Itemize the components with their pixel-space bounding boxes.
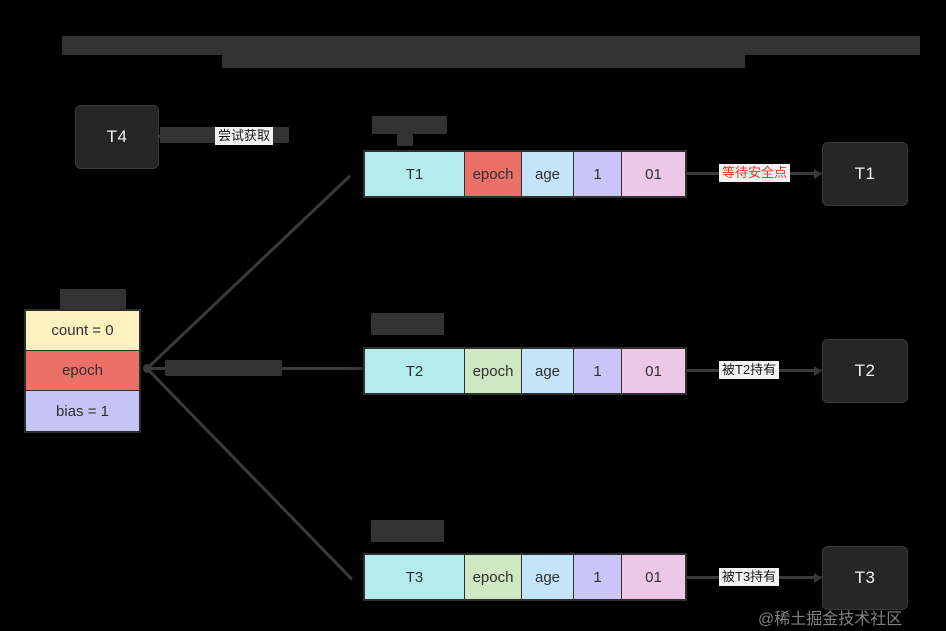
markword-t1-title-redaction-stem	[397, 134, 413, 146]
thread-box-t3[interactable]: T3	[822, 546, 908, 610]
markword-t2-cell-epoch: epoch	[465, 349, 522, 393]
markword-t1-title-redaction	[372, 116, 447, 134]
object-header-row-count-label: count = 0	[51, 322, 114, 339]
thread-box-t2[interactable]: T2	[822, 339, 908, 403]
markword-t3-cell-epoch: epoch	[465, 555, 522, 599]
edge-markword-t2-arrowhead	[814, 366, 822, 376]
markword-t2-cell-biasbit: 1	[574, 349, 622, 393]
thread-box-t1-label: T1	[854, 164, 876, 183]
markword-t2-title-redaction	[371, 313, 444, 335]
edge-label-t4-attempt: 尝试获取	[215, 127, 274, 145]
markword-t3-cell-age-label: age	[534, 568, 561, 586]
object-header-row-bias-label: bias = 1	[56, 402, 109, 420]
edge-label-t1-wait-safepoint: 等待安全点	[719, 164, 791, 182]
markword-t3-cell-locktag: 01	[622, 555, 685, 599]
markword-t2-cell-locktag-label: 01	[645, 362, 662, 380]
markword-row-t3: T3 epoch age 1 01	[363, 553, 687, 601]
markword-t2-cell-owner: T2	[365, 349, 465, 393]
edge-markword-t1-arrowhead	[814, 169, 822, 179]
markword-t2-cell-epoch-label: epoch	[472, 362, 514, 380]
object-header-box: count = 0 epoch bias = 1	[24, 309, 141, 433]
markword-row-t2: T2 epoch age 1 01	[363, 347, 687, 395]
markword-t1-cell-biasbit-label: 1	[593, 165, 602, 183]
thread-box-t3-label: T3	[854, 568, 876, 587]
object-header-row-count: count = 0	[26, 311, 139, 351]
markword-row-t1: T1 epoch age 1 01	[363, 150, 687, 198]
markword-t1-cell-age: age	[522, 152, 574, 196]
object-header-row-bias: bias = 1	[26, 391, 139, 431]
edge-markword-t3-arrowhead	[814, 573, 822, 583]
edge-label-t2-held: 被T2持有	[719, 361, 780, 379]
markword-t1-cell-owner-label: T1	[405, 165, 424, 183]
connector-to-markword-t1	[145, 174, 352, 370]
markword-t3-cell-epoch-label: epoch	[472, 568, 514, 586]
connector-t2-label-redaction	[165, 360, 282, 376]
thread-box-t4-label: T4	[106, 127, 128, 146]
thread-box-t4[interactable]: T4	[75, 105, 159, 169]
markword-t1-cell-age-label: age	[534, 165, 561, 183]
markword-t2-cell-age-label: age	[534, 362, 561, 380]
markword-t1-cell-locktag: 01	[622, 152, 685, 196]
markword-t3-cell-biasbit-label: 1	[593, 568, 602, 586]
markword-t1-cell-biasbit: 1	[574, 152, 622, 196]
markword-t2-cell-owner-label: T2	[405, 362, 424, 380]
object-header-row-epoch-label: epoch	[62, 362, 103, 379]
markword-t2-cell-age: age	[522, 349, 574, 393]
markword-t1-cell-locktag-label: 01	[645, 165, 662, 183]
title-redaction-bar-1	[62, 36, 920, 55]
markword-t1-cell-epoch: epoch	[465, 152, 522, 196]
object-header-row-epoch: epoch	[26, 351, 139, 391]
watermark: @稀土掘金技术社区	[758, 611, 903, 628]
edge-label-t3-held: 被T3持有	[719, 568, 780, 586]
markword-t1-cell-owner: T1	[365, 152, 465, 196]
markword-t3-title-redaction	[371, 520, 444, 542]
markword-t1-cell-epoch-label: epoch	[472, 165, 514, 183]
title-redaction-bar-2	[222, 55, 745, 68]
object-header-title-redaction	[60, 289, 126, 309]
markword-t3-cell-owner: T3	[365, 555, 465, 599]
markword-t3-cell-biasbit: 1	[574, 555, 622, 599]
markword-t3-cell-owner-label: T3	[405, 568, 424, 586]
markword-t3-cell-locktag-label: 01	[645, 568, 662, 586]
markword-t3-cell-age: age	[522, 555, 574, 599]
markword-t2-cell-biasbit-label: 1	[593, 362, 602, 380]
thread-box-t1[interactable]: T1	[822, 142, 908, 206]
connector-to-markword-t3	[145, 367, 354, 581]
thread-box-t2-label: T2	[854, 361, 876, 380]
markword-t2-cell-locktag: 01	[622, 349, 685, 393]
